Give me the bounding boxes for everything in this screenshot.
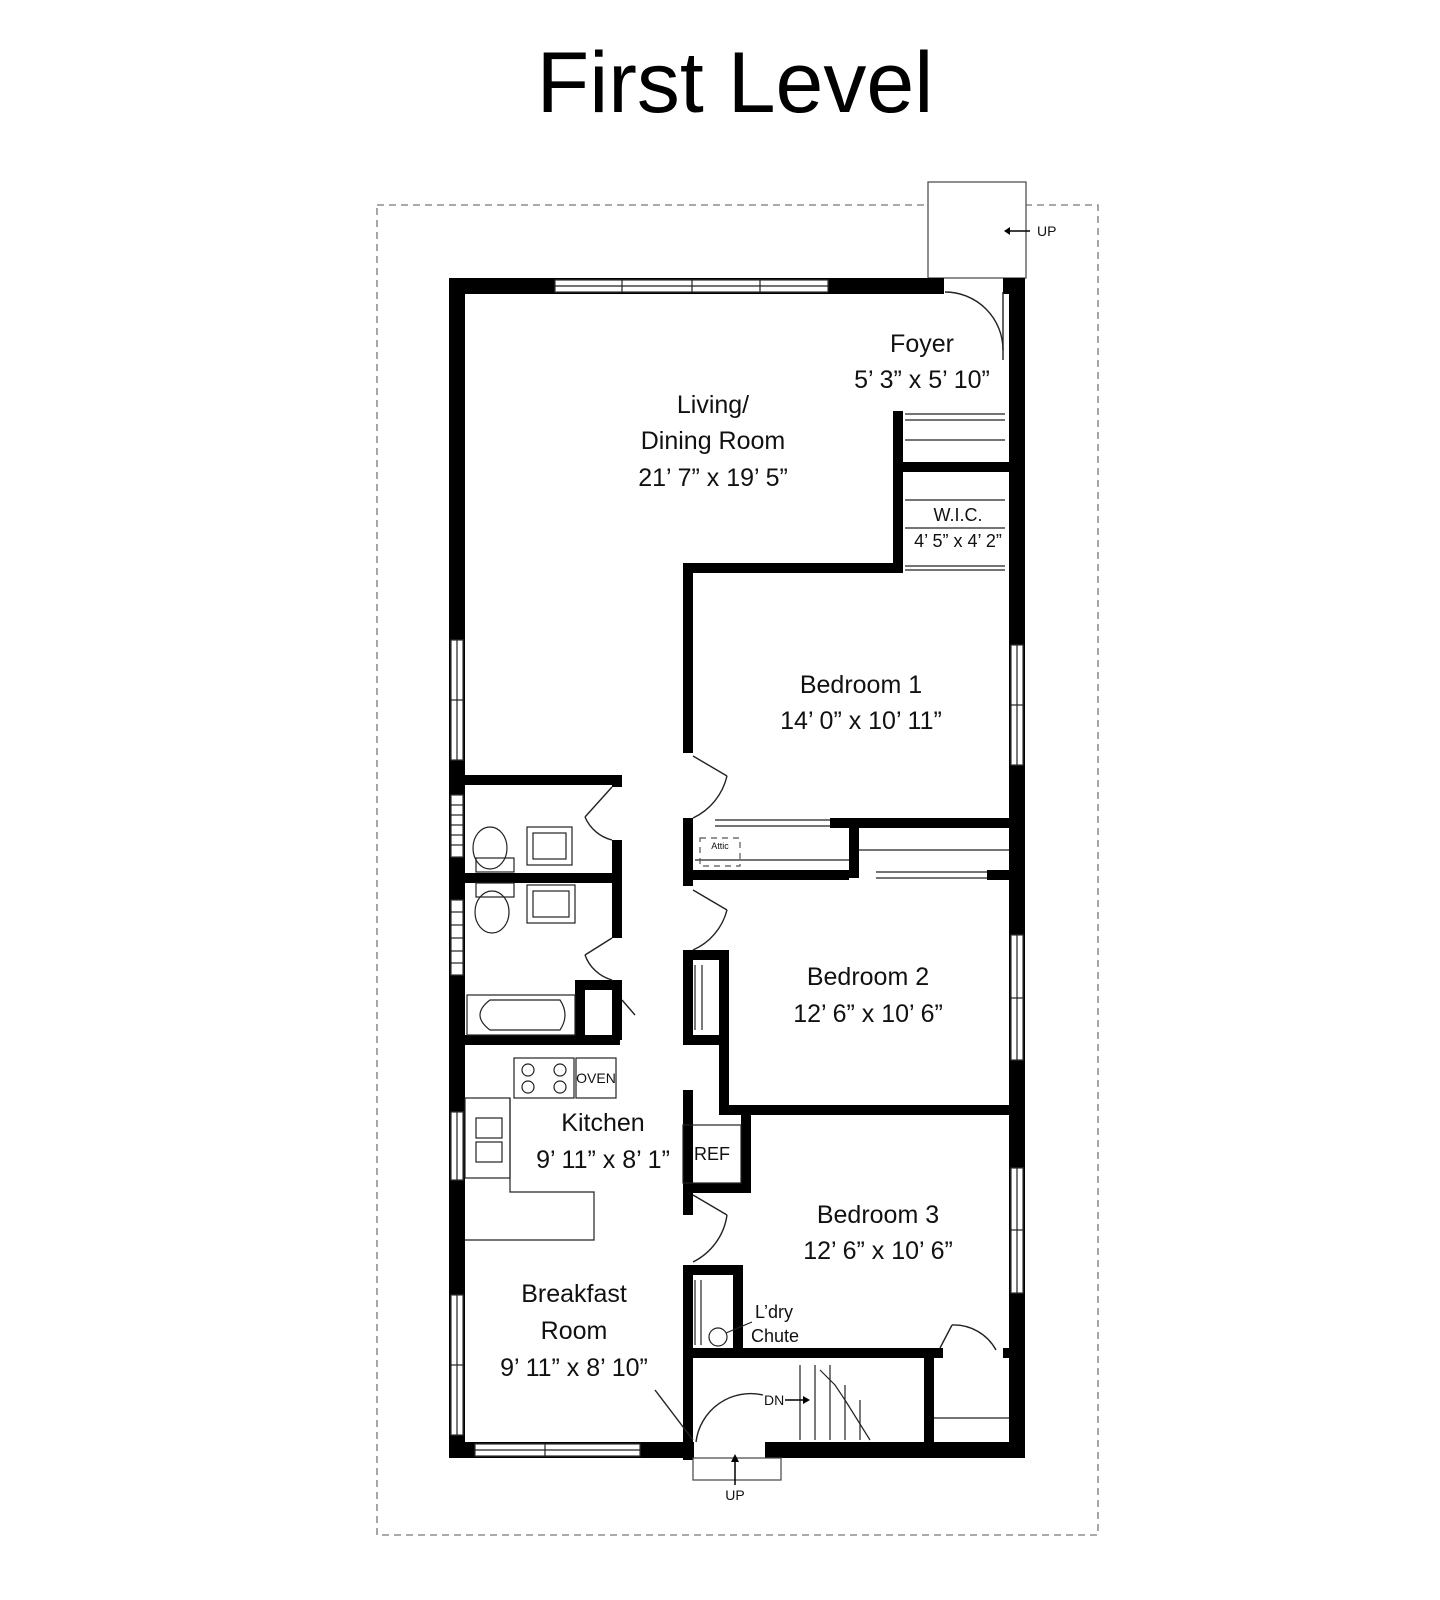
room-breakfast-name-2: Room [541,1317,608,1345]
attic-label: Attic [711,841,729,851]
attic-hatch [699,837,741,867]
room-foyer-name: Foyer [890,330,954,358]
stairs-up-top-label: UP [1037,223,1056,239]
room-bedroom2-name: Bedroom 2 [807,963,929,991]
room-breakfast-size: 9’ 11” x 8’ 10” [500,1354,648,1382]
stairs-up-bottom-label: UP [725,1487,744,1503]
laundry-chute-label-2: Chute [751,1326,799,1346]
door-swings [584,291,1004,1443]
up-arrowhead-top-icon [1004,227,1010,235]
room-living-size: 21’ 7” x 19’ 5” [638,464,788,492]
up-arrowhead-bottom-icon [731,1454,739,1462]
room-bedroom1-name: Bedroom 1 [800,671,922,699]
room-foyer-size: 5’ 3” x 5’ 10” [854,366,990,394]
room-bedroom1-size: 14’ 0” x 10’ 11” [780,707,942,735]
plan-title: First Level [537,35,934,131]
bathroom-fixtures [466,826,576,1036]
room-kitchen-name: Kitchen [561,1109,644,1137]
laundry-chute-icon [708,1327,728,1347]
room-kitchen-size: 9’ 11” x 8’ 1” [536,1146,670,1174]
room-bedroom3-size: 12’ 6” x 10’ 6” [803,1237,953,1265]
closet-doors [694,413,1009,1419]
down-stairs [785,1365,871,1441]
room-living-name-2: Dining Room [641,427,786,455]
laundry-chute-label-1: L’dry [755,1302,793,1322]
property-boundary [376,204,1099,1536]
entry-landing-top [927,181,1027,279]
room-bedroom2-size: 12’ 6” x 10’ 6” [793,1000,943,1028]
windows [450,279,1024,1457]
refrigerator-label: REF [694,1144,730,1164]
interior-walls [465,411,1025,1460]
oven-label: OVEN [576,1070,616,1086]
kitchen-fixtures [464,1057,742,1241]
room-bedroom3-name: Bedroom 3 [817,1201,939,1229]
room-wic-size: 4’ 5” x 4’ 2” [914,531,1002,551]
room-wic-name: W.I.C. [934,505,983,525]
room-breakfast-name-1: Breakfast [521,1280,627,1308]
room-living-name-1: Living/ [677,391,749,419]
stairs-down-label: DN [764,1392,784,1408]
